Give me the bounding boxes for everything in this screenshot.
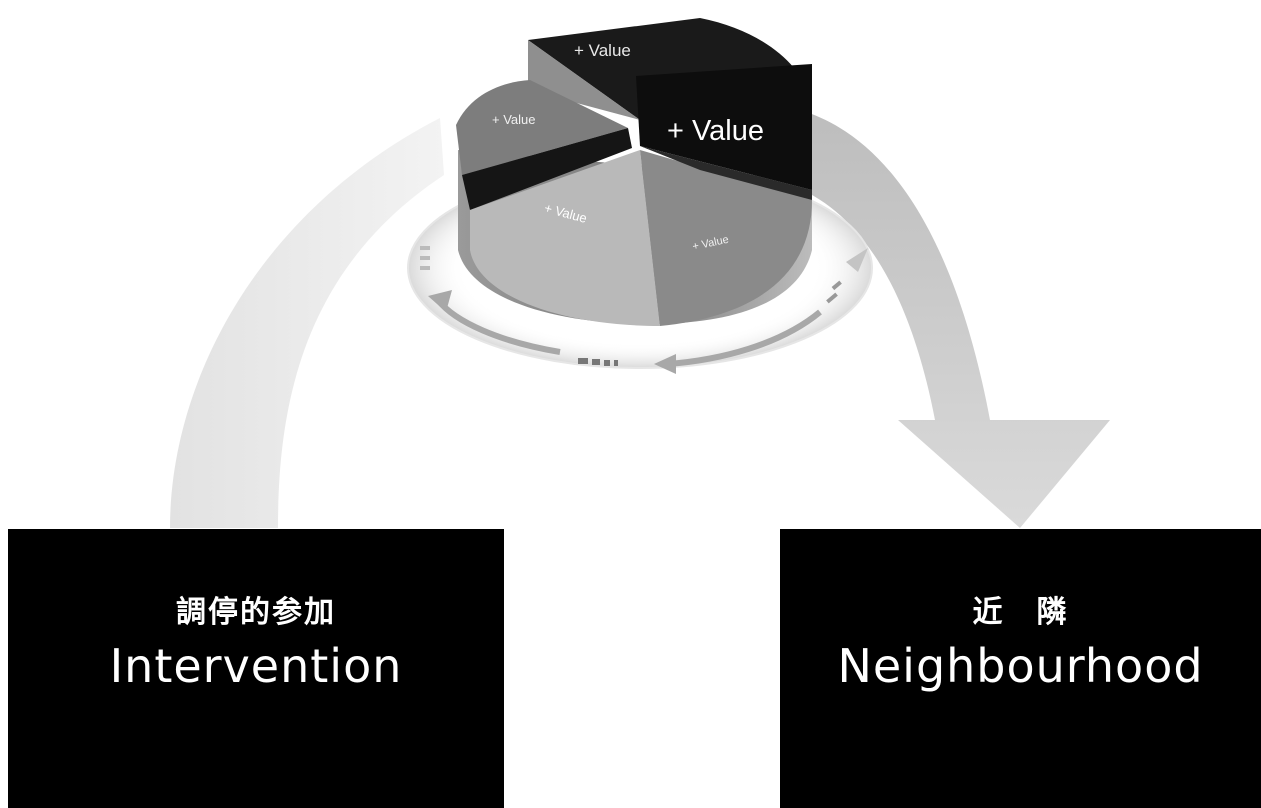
ring-dashes-left <box>420 246 430 270</box>
pie-slice-raised-dark <box>636 64 812 190</box>
pie-label-left: + Value <box>492 112 536 127</box>
pie-slice-raised-edge <box>640 146 812 200</box>
pie-slice-left-dark <box>462 128 632 210</box>
intervention-jp-label: 調停的参加 <box>176 595 336 630</box>
ring-dashes-bottom <box>578 358 618 366</box>
ring-arrowhead-right <box>846 248 868 272</box>
pie-label-top: + Value <box>574 41 631 60</box>
neighbourhood-en-label: Neighbourhood <box>837 639 1204 693</box>
ring-dashes-right <box>826 280 842 304</box>
ring-arrow-bottom-right <box>667 309 822 367</box>
intervention-box: 調停的参加 Intervention <box>8 529 504 808</box>
neighbourhood-jp-label: 近 隣 <box>972 595 1069 630</box>
ring-arrowhead-bottom <box>654 354 676 374</box>
intervention-en-label: Intervention <box>109 639 403 693</box>
pie-slice-left-gray <box>456 80 628 175</box>
pie-slice-top-light <box>528 40 640 120</box>
neighbourhood-box: 近 隣 Neighbourhood <box>780 529 1261 808</box>
pie-label-large: + Value <box>667 115 764 147</box>
pie-slice-bottom-light <box>470 150 660 326</box>
right-arc-arrow <box>790 110 1110 528</box>
pie-slice-bottom-right <box>640 150 812 326</box>
left-arc-arrow <box>170 118 444 528</box>
ring-arrowhead-left <box>428 290 452 312</box>
